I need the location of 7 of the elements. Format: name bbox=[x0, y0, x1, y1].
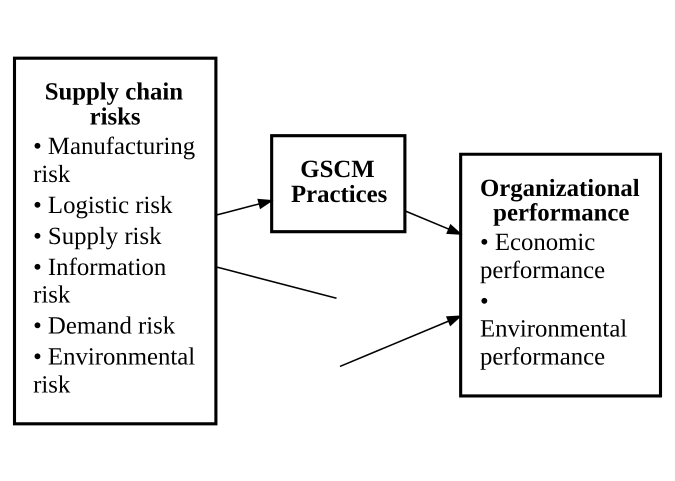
arrow bbox=[404, 210, 463, 234]
node-box: Supply chain risks • Manufacturing risk • Logistic risk • Supply risk • Information risk • Demand risk • Environmental risk bbox=[12, 56, 218, 425]
arrow bbox=[340, 314, 462, 367]
arrow bbox=[216, 198, 274, 216]
node-box: Organizational performance • Economic performance • Environmental performance bbox=[459, 152, 662, 397]
node-box: GSCM Practices bbox=[270, 134, 406, 233]
connector bbox=[216, 266, 337, 299]
